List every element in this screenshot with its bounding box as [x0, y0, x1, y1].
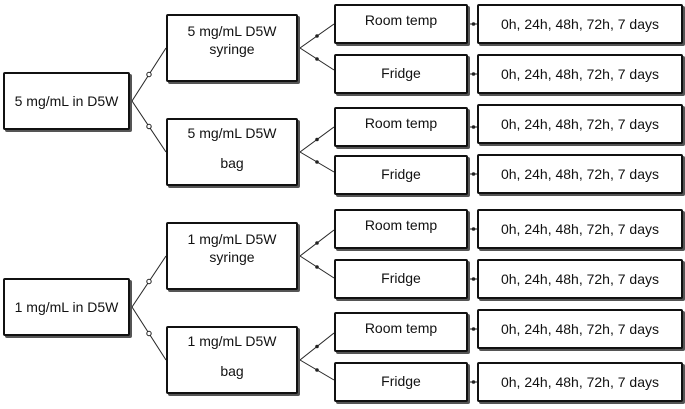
container-line2: syringe: [209, 41, 255, 57]
timepoints-node-5mg-syringe-room: 0h, 24h, 48h, 72h, 7 days: [477, 4, 683, 44]
timepoints-label: 0h, 24h, 48h, 72h, 7 days: [500, 321, 659, 337]
branch-junction-dot: [315, 368, 319, 372]
condition-node-5mg-syringe-room: Room temp: [334, 4, 468, 44]
branch-junction-dot: [146, 71, 152, 78]
branch-junction-dot: [315, 241, 319, 245]
condition-node-1mg-syringe-fridge: Fridge: [334, 259, 468, 299]
condition-node-1mg-syringe-room: Room temp: [334, 209, 468, 249]
branch-junction-dot: [146, 330, 152, 337]
branch-junction-dot: [315, 57, 319, 61]
container-line2: syringe: [209, 249, 255, 265]
container-node-5mg-syringe: 5 mg/mL D5W syringe: [166, 14, 298, 82]
timepoints-node-1mg-bag-fridge: 0h, 24h, 48h, 72h, 7 days: [477, 362, 683, 402]
connector-dot: [471, 380, 476, 384]
root-label: 5 mg/mL in D5W: [14, 93, 119, 109]
timepoints-node-1mg-syringe-room: 0h, 24h, 48h, 72h, 7 days: [477, 209, 683, 249]
timepoints-node-5mg-syringe-fridge: 0h, 24h, 48h, 72h, 7 days: [477, 54, 683, 94]
condition-label: Fridge: [381, 166, 421, 182]
timepoints-label: 0h, 24h, 48h, 72h, 7 days: [500, 116, 659, 132]
container-line1: 1 mg/mL D5W: [187, 231, 277, 247]
connector-dot: [471, 227, 476, 231]
condition-label: Room temp: [364, 12, 438, 28]
connector-dot: [471, 172, 476, 176]
branch-junction-dot: [315, 137, 319, 142]
connector-dot: [471, 22, 476, 26]
branch-junction-dot: [146, 123, 152, 130]
timepoints-label: 0h, 24h, 48h, 72h, 7 days: [500, 166, 659, 182]
branch-junction-dot: [315, 34, 319, 38]
condition-node-1mg-bag-fridge: Fridge: [334, 362, 468, 402]
branch-junction-dot: [315, 265, 319, 269]
condition-label: Room temp: [364, 115, 438, 131]
condition-node-5mg-syringe-fridge: Fridge: [334, 54, 468, 94]
branch-junction-dot: [315, 160, 319, 164]
connector-dot: [471, 125, 476, 129]
timepoints-node-1mg-bag-room: 0h, 24h, 48h, 72h, 7 days: [477, 309, 683, 349]
root-node-1mg: 1 mg/mL in D5W: [3, 278, 130, 336]
root-node-5mg: 5 mg/mL in D5W: [3, 72, 130, 130]
container-line1: 1 mg/mL D5W: [187, 333, 277, 349]
container-line2: bag: [220, 155, 244, 171]
timepoints-node-5mg-bag-fridge: 0h, 24h, 48h, 72h, 7 days: [477, 154, 683, 194]
branch-junction-dot: [146, 278, 152, 285]
container-node-1mg-bag: 1 mg/mL D5W bag: [166, 326, 298, 394]
branch-junction-dot: [315, 344, 319, 349]
connector-dot: [471, 327, 476, 331]
condition-node-5mg-bag-room: Room temp: [334, 107, 468, 147]
timepoints-node-5mg-bag-room: 0h, 24h, 48h, 72h, 7 days: [477, 104, 683, 144]
condition-label: Room temp: [364, 320, 438, 336]
container-line1: 5 mg/mL D5W: [187, 23, 277, 39]
container-node-1mg-syringe: 1 mg/mL D5W syringe: [166, 222, 298, 290]
timepoints-node-1mg-syringe-fridge: 0h, 24h, 48h, 72h, 7 days: [477, 259, 683, 299]
condition-node-1mg-bag-room: Room temp: [334, 312, 468, 352]
condition-label: Room temp: [364, 217, 438, 233]
condition-label: Fridge: [381, 270, 421, 286]
container-node-5mg-bag: 5 mg/mL D5W bag: [166, 118, 298, 186]
container-line2: bag: [220, 363, 244, 379]
root-label: 1 mg/mL in D5W: [14, 299, 119, 315]
container-line1: 5 mg/mL D5W: [187, 125, 277, 141]
condition-label: Fridge: [381, 373, 421, 389]
timepoints-label: 0h, 24h, 48h, 72h, 7 days: [500, 16, 659, 32]
timepoints-label: 0h, 24h, 48h, 72h, 7 days: [500, 66, 659, 82]
timepoints-label: 0h, 24h, 48h, 72h, 7 days: [500, 271, 659, 287]
timepoints-label: 0h, 24h, 48h, 72h, 7 days: [500, 221, 659, 237]
condition-node-5mg-bag-fridge: Fridge: [334, 155, 468, 195]
condition-label: Fridge: [381, 65, 421, 81]
connector-dot: [471, 277, 476, 281]
timepoints-label: 0h, 24h, 48h, 72h, 7 days: [500, 374, 659, 390]
connector-dot: [471, 72, 476, 76]
